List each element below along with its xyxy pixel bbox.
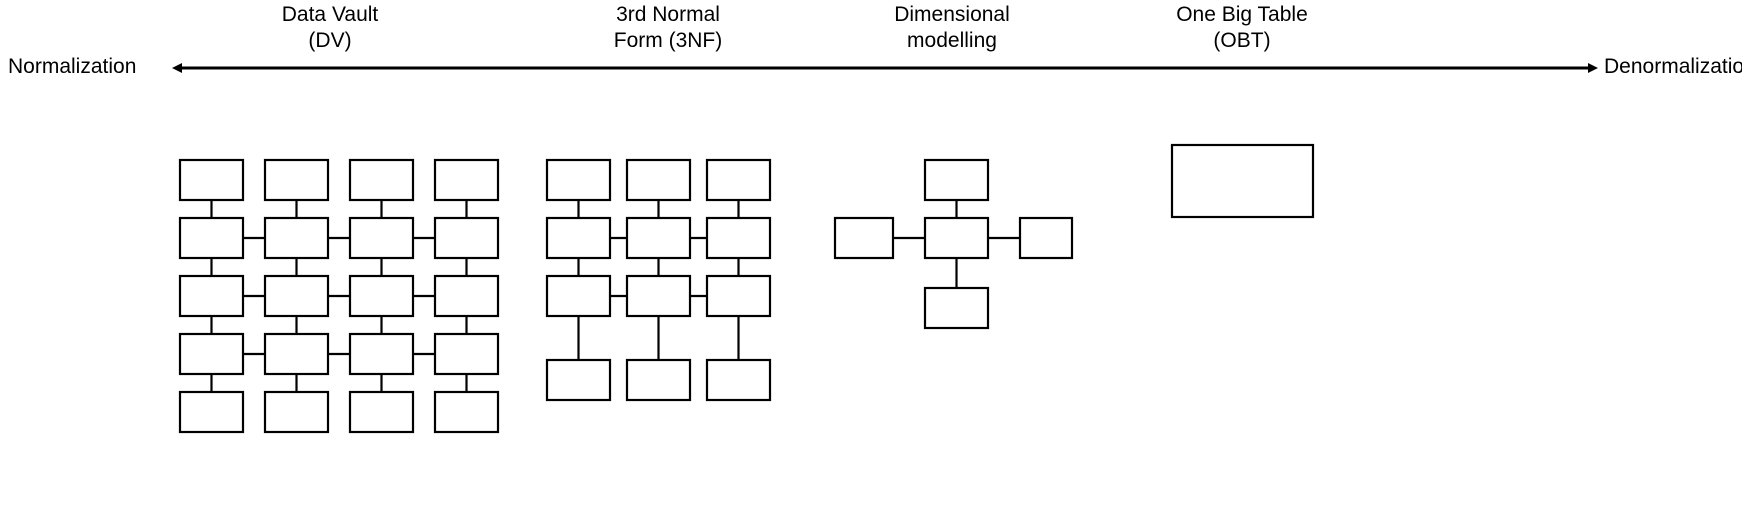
table-node (348, 390, 415, 434)
dv-horizontal-links (243, 236, 435, 356)
caption-line-1: One Big Table (1176, 3, 1308, 26)
caption-line-2: Form (3NF) (613, 29, 723, 52)
nf-vertical-links (577, 200, 740, 360)
table-node (705, 216, 772, 260)
nf-node-boxes (545, 158, 772, 402)
axis-label-denormalization: Denormalization (1604, 55, 1742, 78)
stage-caption-dimensional-modelling: Dimensional modelling (802, 2, 1102, 54)
dv-vertical-links (210, 200, 468, 392)
structure-data-vault (178, 158, 500, 434)
dimension-node-bottom (923, 286, 990, 330)
table-node (178, 158, 245, 202)
table-node (625, 158, 692, 202)
caption-line-2: (OBT) (1213, 29, 1271, 52)
caption-line-1: Dimensional (894, 3, 1010, 26)
table-node (625, 358, 692, 402)
table-node (545, 274, 612, 318)
table-node (263, 274, 330, 318)
table-node (705, 358, 772, 402)
fact-node-center (923, 216, 990, 260)
caption-line-1: Data Vault (281, 3, 379, 26)
table-node (348, 158, 415, 202)
table-node (178, 390, 245, 434)
table-node (348, 274, 415, 318)
caption-line-2: modelling (907, 29, 997, 52)
table-node (263, 158, 330, 202)
table-node (433, 158, 500, 202)
structure-one-big-table (1170, 143, 1315, 219)
table-node (263, 390, 330, 434)
normalization-spectrum-arrow (172, 63, 1598, 73)
dim-links (893, 200, 1020, 288)
structure-third-normal-form (545, 158, 772, 402)
table-node (625, 274, 692, 318)
stage-caption-one-big-table: One Big Table (OBT) (1092, 2, 1392, 54)
table-node (263, 216, 330, 260)
table-node (433, 332, 500, 376)
dim-node-boxes (833, 158, 1074, 330)
dimension-node-right (1018, 216, 1074, 260)
dv-node-boxes (178, 158, 500, 434)
table-node (433, 274, 500, 318)
table-node (178, 332, 245, 376)
stage-caption-third-normal-form: 3rd Normal Form (3NF) (518, 2, 818, 54)
nf-horizontal-links (610, 236, 707, 298)
table-node (348, 216, 415, 260)
table-node (545, 358, 612, 402)
table-node (178, 274, 245, 318)
table-node (433, 390, 500, 434)
stage-caption-data-vault: Data Vault (DV) (180, 2, 480, 54)
one-big-table-node (1170, 143, 1315, 219)
dimension-node-left (833, 216, 895, 260)
table-node (545, 216, 612, 260)
table-node (705, 274, 772, 318)
table-node (263, 332, 330, 376)
structure-dimensional-modelling (833, 158, 1074, 330)
table-node (348, 332, 415, 376)
table-node (545, 158, 612, 202)
table-node (705, 158, 772, 202)
caption-line-2: (DV) (308, 29, 352, 52)
table-node (178, 216, 245, 260)
caption-line-1: 3rd Normal (616, 3, 720, 26)
table-node (625, 216, 692, 260)
dimension-node-top (923, 158, 990, 202)
table-node (433, 216, 500, 260)
axis-label-normalization: Normalization (8, 55, 137, 78)
